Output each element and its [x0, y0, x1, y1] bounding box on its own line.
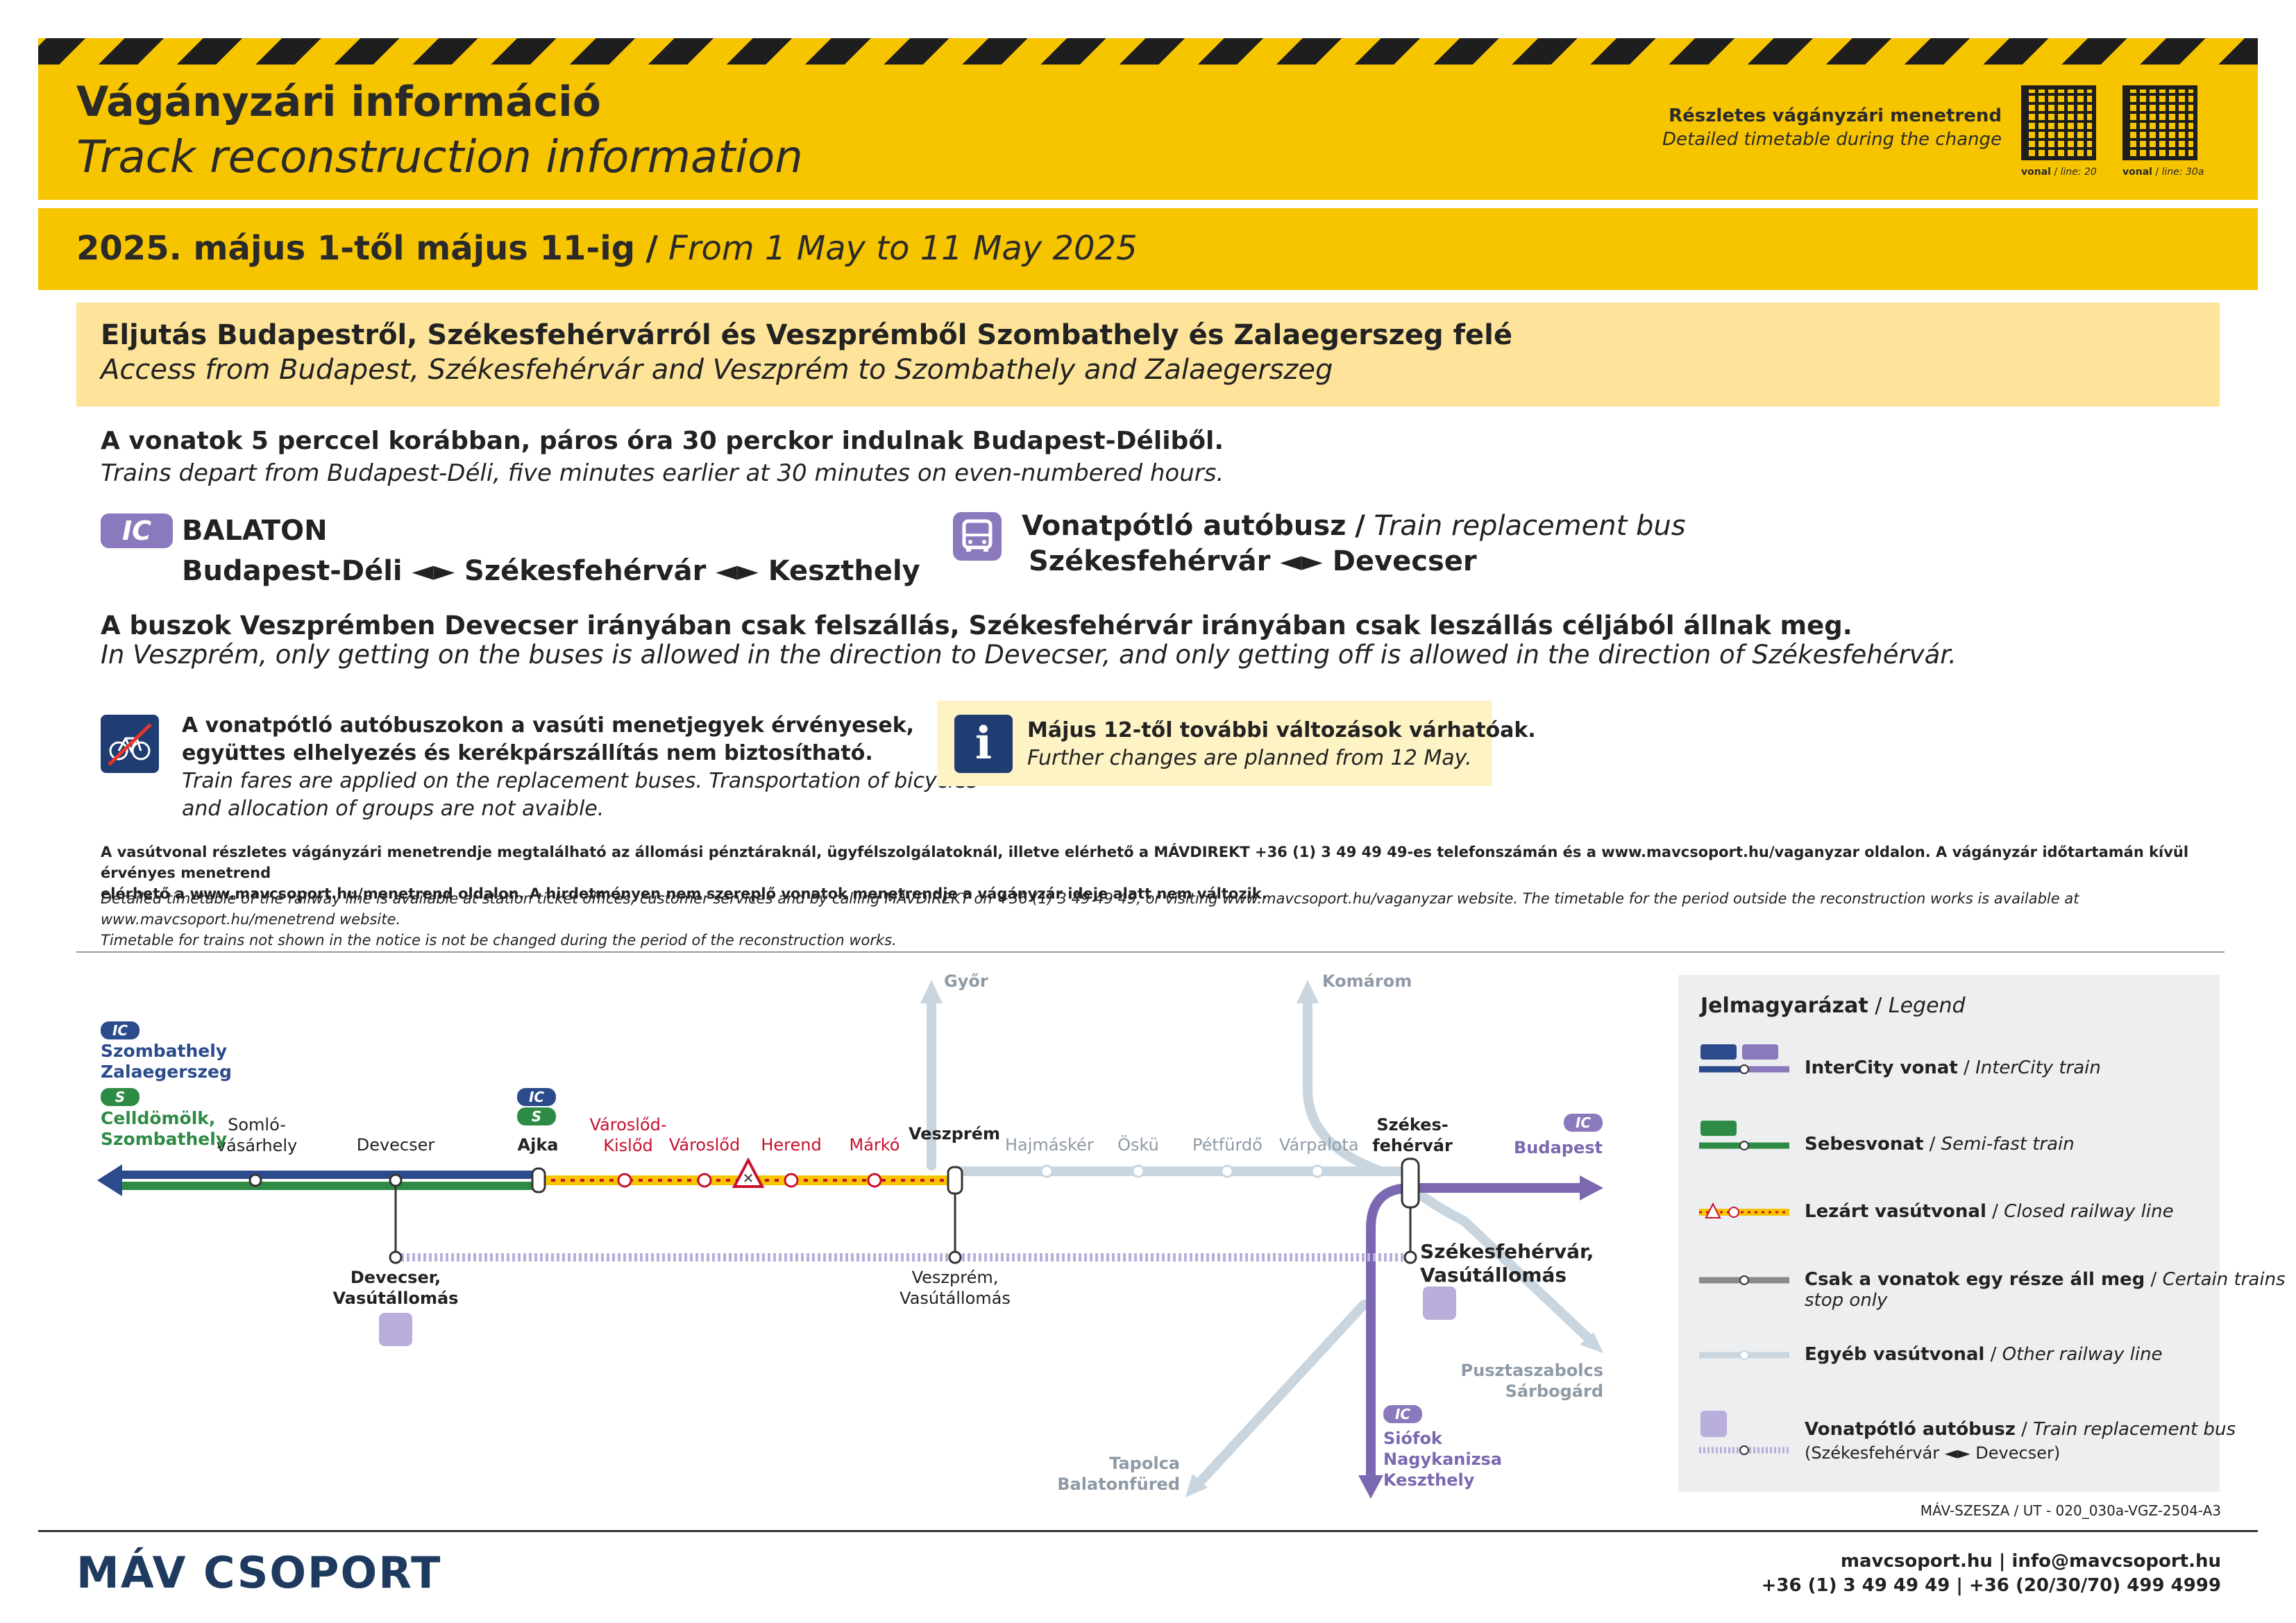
- komarom-arrow: [1297, 980, 1319, 1003]
- bus-rule-en: In Veszprém, only getting on the buses i…: [101, 640, 1957, 670]
- departure-note-en: Trains depart from Budapest-Déli, five m…: [101, 459, 1224, 487]
- bus-icon: [953, 512, 1002, 561]
- ic-badge-icon: IC: [101, 513, 173, 548]
- station-veszprem: Veszprém: [908, 1124, 1001, 1144]
- station-osku: Öskü: [1117, 1135, 1159, 1155]
- hazard-stripes: [38, 38, 2258, 65]
- legend-box: [1678, 975, 2220, 1492]
- bus-rule: A buszok Veszprémben Devecser irányában …: [101, 611, 1852, 640]
- roadworks-icon: ✕: [732, 1157, 765, 1188]
- station-devecser: Devecser: [356, 1135, 435, 1155]
- qr-caption: vonal / line: 30a: [2122, 167, 2204, 178]
- qr-caption: vonal / line: 20: [2021, 167, 2097, 178]
- info-notice-en: Further changes are planned from 12 May.: [1027, 746, 1472, 770]
- info-notice-box: [937, 701, 1492, 786]
- direction-budapest: Budapest: [1514, 1138, 1603, 1157]
- west-s-destination: Celldömölk, Szombathely: [101, 1108, 228, 1149]
- bike-notice-hu1: A vonatpótló autóbuszokon a vasúti menet…: [182, 713, 915, 738]
- no-bicycle-icon: [101, 715, 159, 773]
- bike-notice-hu2: együttes elhelyezés és kerékpárszállítás…: [182, 741, 873, 765]
- qr-code-line-30a[interactable]: [2122, 85, 2197, 160]
- s-badge-icon: S: [101, 1088, 140, 1106]
- direction-pusztaszabolcs: Pusztaszabolcs Sárbogárd: [1460, 1361, 1603, 1401]
- contact-web[interactable]: mavcsoport.hu | info@mavcsoport.hu: [1840, 1551, 2221, 1572]
- station-szekesfehervar: Székes- fehérvár: [1372, 1115, 1453, 1155]
- station-hajmasker: Hajmáskér: [1005, 1135, 1094, 1155]
- ic-badge-icon: IC: [517, 1088, 556, 1106]
- direction-komarom: Komárom: [1322, 971, 1412, 991]
- divider: [76, 951, 2225, 953]
- gyor-arrow: [920, 980, 943, 1003]
- access-heading-en: Access from Budapest, Székesfehérvár and…: [101, 354, 1333, 386]
- legend-item-bus-note: (Székesfehérvár ◄► Devecser): [1805, 1443, 2061, 1463]
- legend-item-ic: InterCity vonat / InterCity train: [1805, 1057, 2101, 1078]
- legend-item-semifast: Sebesvonat / Semi-fast train: [1805, 1134, 2075, 1155]
- footer-divider: [38, 1530, 2258, 1532]
- tapolca-arrow: [1185, 1474, 1208, 1497]
- other-stations: [1040, 1164, 1324, 1178]
- departure-note: A vonatok 5 perccel korábban, páros óra …: [101, 427, 1224, 455]
- west-train-lines: [97, 1164, 538, 1196]
- info-icon: i: [954, 715, 1013, 773]
- bike-notice-en1: Train fares are applied on the replaceme…: [182, 769, 978, 793]
- access-band: [76, 303, 2220, 407]
- page-title: Vágányzári információ: [76, 78, 601, 126]
- direction-gyor: Győr: [944, 971, 988, 991]
- stations: [248, 1157, 1420, 1264]
- fine-print-en: Detailed timetable of the railway line i…: [101, 890, 2079, 949]
- direction-tapolca: Tapolca Balatonfüred: [1057, 1454, 1180, 1494]
- west-ic-destination: Szombathely Zalaegerszeg: [101, 1041, 232, 1082]
- pusztaszabolcs-arrow: [1580, 1332, 1603, 1353]
- mav-csoport-logo[interactable]: MÁV CSOPORT: [76, 1547, 442, 1598]
- s-badge-icon: S: [517, 1107, 556, 1125]
- station-varoslod: Városlőd: [668, 1135, 741, 1155]
- date-range: 2025. május 1-től május 11-ig / From 1 M…: [76, 229, 1138, 268]
- page-subtitle: Track reconstruction information: [76, 132, 803, 183]
- direction-siofok: Siófok Nagykanizsa Keszthely: [1383, 1429, 1503, 1490]
- station-varoslod-kislod: Városlőd- Kislőd: [589, 1115, 667, 1155]
- document-code: MÁV-SZESZA / UT - 020_030a-VGZ-2504-A3: [1920, 1502, 2221, 1519]
- access-heading: Eljutás Budapestről, Székesfehérvárról é…: [101, 319, 1512, 351]
- timetable-label: Részletes vágányzári menetrend: [1669, 105, 2002, 126]
- bus-stop-devecser: Devecser, Vasútállomás: [332, 1268, 459, 1308]
- ic-badge-icon: IC: [1383, 1405, 1422, 1423]
- legend-item-bus: Vonatpótló autóbusz / Train replacement …: [1805, 1419, 2236, 1440]
- closed-stations: [617, 1173, 882, 1188]
- legend-symbols: [1699, 1044, 1789, 1455]
- date-band: [38, 208, 2258, 290]
- station-ajka: Ajka: [517, 1135, 559, 1155]
- bus-route: Székesfehérvár ◄► Devecser: [1029, 545, 1477, 577]
- station-herend: Herend: [761, 1135, 822, 1155]
- legend-title: Jelmagyarázat / Legend: [1700, 994, 1966, 1018]
- legend-item-other: Egyéb vasútvonal / Other railway line: [1805, 1344, 2163, 1365]
- info-notice-hu: Május 12-től további változások várhatóa…: [1027, 718, 1536, 742]
- bus-stop-szekesfehervar: Székesfehérvár, Vasútállomás: [1420, 1240, 1594, 1286]
- bus-stop-veszprem: Veszprém, Vasútállomás: [900, 1268, 1011, 1308]
- legend-item-partial: Csak a vonatok egy része áll meg / Certa…: [1805, 1269, 2286, 1311]
- bike-notice-en2: and allocation of groups are not avaible…: [182, 797, 605, 821]
- station-petfurdo: Pétfürdő: [1192, 1135, 1263, 1155]
- ic-train-route: Budapest-Déli ◄► Székesfehérvár ◄► Keszt…: [182, 555, 920, 587]
- station-marko: Márkó: [849, 1135, 900, 1155]
- ic-badge-icon: IC: [1564, 1114, 1603, 1132]
- timetable-label-en: Detailed timetable during the change: [1662, 129, 2002, 150]
- station-somlovasarhely: Somló- vásárhely: [216, 1115, 298, 1155]
- contact-phone[interactable]: +36 (1) 3 49 49 49 | +36 (20/30/70) 499 …: [1761, 1575, 2221, 1596]
- header-band: [38, 65, 2258, 200]
- bus-stop-icons: [379, 1286, 1456, 1346]
- ic-train-name: BALATON: [182, 515, 328, 547]
- station-varpalota: Várpalota: [1279, 1135, 1359, 1155]
- legend-item-closed: Lezárt vasútvonal / Closed railway line: [1805, 1201, 2174, 1222]
- fine-print-hu: A vasútvonal részletes vágányzári menetr…: [101, 844, 2189, 902]
- qr-code-line-20[interactable]: [2021, 85, 2096, 160]
- svg-text:✕: ✕: [743, 1170, 754, 1187]
- bus-title: Vonatpótló autóbusz / Train replacement …: [1022, 510, 1686, 542]
- ic-badge-icon: IC: [101, 1021, 140, 1039]
